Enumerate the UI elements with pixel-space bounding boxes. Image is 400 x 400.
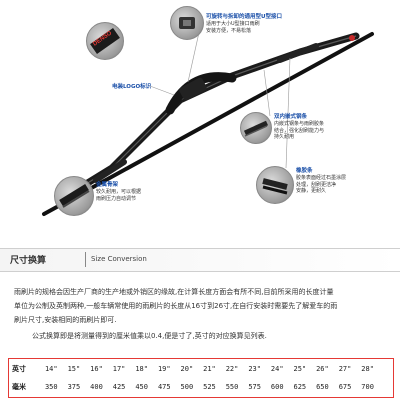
size-table: 英寸 14" 15" 16" 17" 18" 19" 20" 21" 22" 2… (8, 358, 394, 398)
mm-cell: 450 (135, 383, 148, 391)
callout-u-connector-line-2: 安装方便，不易松落 (206, 27, 252, 34)
callout-u-connector-line-1: 适用于大小U型接口雨刷 (206, 21, 260, 27)
metal-frame-zoom (54, 176, 94, 216)
u-connector-zoom (170, 6, 204, 40)
inch-cell: 19" (157, 365, 171, 373)
callout-metal-frame-line-2: 雨刷压力自动调节 (96, 195, 137, 202)
inch-cell: 18" (135, 365, 148, 373)
callout-u-connector: 可旋转与拆卸的通用型U型接口 适用于大小U型接口雨刷 安装方便，不易松落 (206, 14, 316, 34)
inch-cell: 17" (112, 365, 126, 373)
logo-zoom: DENSO (86, 22, 124, 60)
mm-cell: 600 (270, 383, 284, 391)
inch-row: 英寸 14" 15" 16" 17" 18" 19" 20" 21" 22" 2… (9, 360, 393, 378)
callout-rubber: 橡胶条 胶条表面经过石墨涂层 处理，刮刷更洁净 安静，更耐久 (296, 168, 396, 195)
callout-rubber-line-3: 安静，更耐久 (296, 188, 327, 194)
left-yoke (93, 159, 127, 183)
callout-metal-frame-line-1: 较久耐用，可以根据 (96, 189, 142, 195)
inch-cell: 23" (248, 365, 261, 373)
callout-rubber-head: 橡胶条 (296, 168, 313, 174)
callout-rubber-strip: 双内嵌式钢条 内嵌式钢条与雨刷胶条 结合，强化刮刷能力与 持久耐用 (274, 114, 374, 141)
section-title: 尺寸换算 (10, 256, 47, 266)
inch-cell: 24" (270, 365, 284, 373)
inch-cell: 26" (316, 365, 329, 373)
right-yoke (277, 43, 319, 63)
callout-rubber-line-2: 处理，刮刷更洁净 (296, 181, 337, 188)
callout-rubber-strip-head: 双内嵌式钢条 (274, 114, 308, 120)
callout-rubber-strip-line-1: 内嵌式钢条与雨刷胶条 (274, 121, 325, 127)
mm-cell: 650 (316, 383, 329, 391)
inch-cell: 25" (293, 365, 307, 373)
mm-cell: 550 (225, 383, 239, 391)
rubber-zoom (256, 166, 294, 204)
mm-row-label: 毫米 (12, 383, 26, 391)
callout-rubber-line-1: 胶条表面经过石墨涂层 (296, 175, 347, 181)
mm-cell: 475 (157, 383, 171, 391)
callout-metal-frame-head: 金属骨架 (96, 182, 119, 188)
paragraph-line-3: 刷片尺寸,安装相同的雨刷片即可. (14, 316, 117, 324)
inch-cell: 15" (67, 365, 81, 373)
mm-cell: 350 (44, 383, 58, 391)
inch-cell: 16" (90, 365, 103, 373)
paragraph-line-2: 单位为公制及英制两种,一般车辆常使用的雨刷片的长度从16寸到26寸,在自行安装时… (14, 302, 338, 310)
section-subtitle: Size Conversion (91, 255, 147, 263)
callout-logo-head: 电装LOGO标识 (112, 84, 152, 90)
u-connector (179, 77, 207, 101)
callout-metal-frame: 金属骨架 较久耐用，可以根据 雨刷压力自动调节 (96, 182, 186, 202)
mm-cell: 575 (248, 383, 261, 391)
inch-cell: 22" (225, 365, 239, 373)
size-conversion-header: 尺寸换算 Size Conversion (0, 248, 400, 272)
mm-cell: 625 (293, 383, 307, 391)
inch-cell: 21" (203, 365, 216, 373)
mm-cell: 375 (67, 383, 81, 391)
mm-cell: 500 (180, 383, 194, 391)
mm-cell: 425 (112, 383, 126, 391)
product-illustration: DENSO 可旋转与拆卸的通用型U型接口 适用于大小U型接口雨刷 安装方便，不易… (42, 6, 396, 216)
mm-cell: 700 (361, 383, 374, 391)
callout-rubber-strip-line-3: 持久耐用 (274, 134, 295, 140)
callout-logo: 电装LOGO标识 (112, 84, 182, 91)
inch-cell: 14" (44, 365, 58, 373)
mm-cell: 525 (203, 383, 216, 391)
end-cap-red (349, 35, 355, 41)
paragraph-line-1: 雨刷片的规格会因生产厂商的生产地或外销区的缘故,在计算长度方面会有所不同,目前所… (14, 288, 334, 296)
section-divider (85, 252, 86, 267)
mm-cell: 400 (90, 383, 103, 391)
mm-cell: 675 (338, 383, 352, 391)
inch-cell: 28" (361, 365, 374, 373)
callout-u-connector-head: 可旋转与拆卸的通用型U型接口 (206, 14, 282, 20)
inch-cell: 20" (180, 365, 194, 373)
rubber-strip-zoom (240, 112, 272, 144)
inch-row-label: 英寸 (12, 365, 26, 373)
callout-rubber-strip-line-2: 结合，强化刮刷能力与 (274, 127, 325, 134)
paragraph-line-4: 公式换算即是将测量得到的厘米值乘以0.4,便是寸了,英寸的对应换算见列表. (32, 332, 267, 340)
inch-cell: 27" (338, 365, 352, 373)
mm-row: 毫米 350 375 400 425 450 475 500 525 550 5… (9, 378, 393, 396)
